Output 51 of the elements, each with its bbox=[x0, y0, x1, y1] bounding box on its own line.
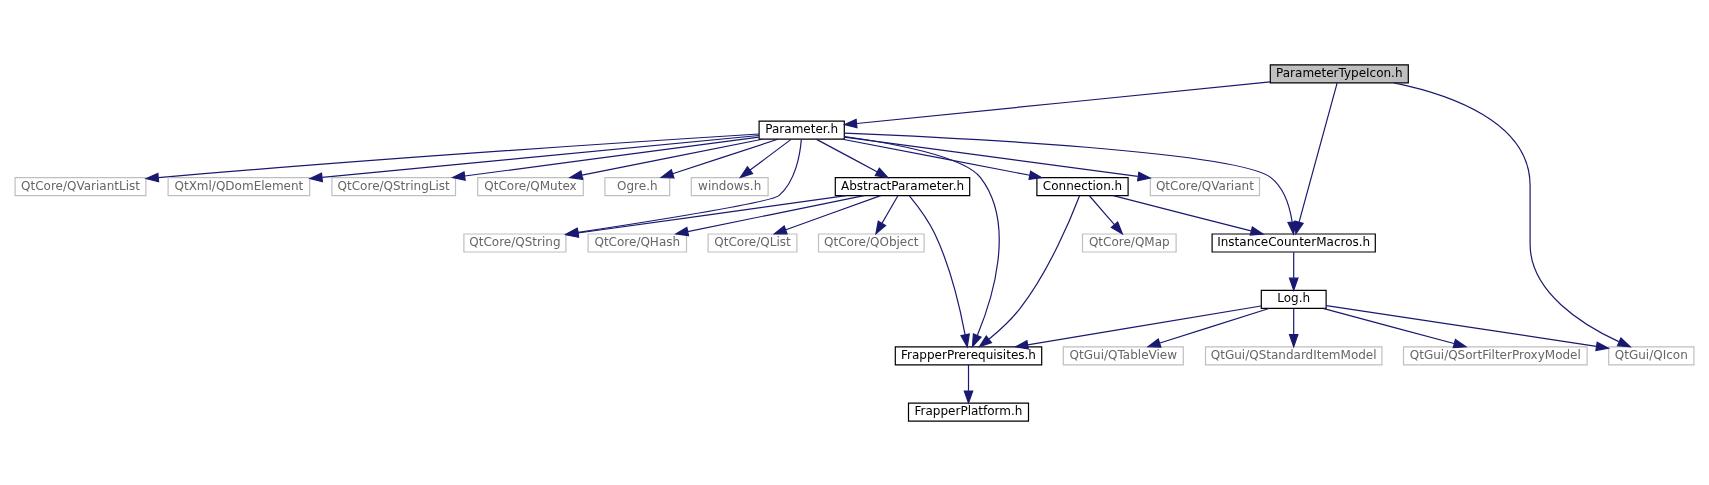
node-box: QtCore/QMutex bbox=[477, 176, 584, 196]
arrow bbox=[842, 80, 1271, 128]
arrow bbox=[841, 138, 1044, 180]
node-box: QtGui/QTableView bbox=[1062, 345, 1184, 365]
arrow bbox=[1288, 251, 1299, 292]
arrow bbox=[659, 138, 779, 178]
arrow bbox=[1322, 307, 1468, 348]
arrow bbox=[1146, 307, 1270, 348]
arrow bbox=[1013, 304, 1262, 350]
arrow bbox=[1112, 194, 1265, 236]
node-box: QtCore/QVariantList bbox=[14, 176, 147, 196]
node-box: QtCore/QHash bbox=[587, 232, 688, 253]
arrow bbox=[1288, 307, 1299, 348]
node-box: Connection.h bbox=[1036, 176, 1129, 196]
node-box: FrapperPlatform.h bbox=[907, 402, 1030, 422]
arrow bbox=[1393, 81, 1632, 347]
node-box: FrapperPrerequisites.h bbox=[894, 345, 1043, 365]
arrow bbox=[450, 136, 760, 181]
node-box: ParameterTypeIcon.h bbox=[1269, 63, 1409, 83]
node-box: InstanceCounterMacros.h bbox=[1211, 232, 1376, 253]
node-box: Parameter.h bbox=[758, 120, 845, 140]
arrow bbox=[568, 138, 763, 180]
arrow bbox=[815, 138, 890, 178]
node-box: QtCore/QObject bbox=[817, 232, 925, 253]
arrow bbox=[843, 136, 1152, 181]
arrow bbox=[963, 363, 974, 405]
node-box: QtGui/QStandardItemModel bbox=[1204, 345, 1383, 365]
arrow bbox=[738, 138, 792, 178]
arrow bbox=[908, 194, 970, 348]
arrow bbox=[1088, 194, 1124, 235]
node-box: QtCore/QStringList bbox=[331, 176, 457, 196]
arrow bbox=[978, 194, 1081, 348]
arrow bbox=[772, 194, 882, 235]
arrow bbox=[875, 194, 899, 235]
arrow bbox=[1325, 304, 1611, 351]
node-box: QtCore/QString bbox=[463, 232, 567, 253]
node-box: AbstractParameter.h bbox=[834, 176, 971, 196]
node-box: QtCore/QMap bbox=[1081, 232, 1177, 253]
arrow bbox=[844, 135, 1000, 348]
node-box: QtGui/QSortFilterProxyModel bbox=[1402, 345, 1588, 365]
node-box: QtCore/QList bbox=[707, 232, 798, 253]
node-box: Ogre.h bbox=[604, 176, 671, 196]
node-box: Log.h bbox=[1260, 289, 1327, 309]
arrow bbox=[674, 194, 865, 236]
node-box: QtXml/QDomElement bbox=[167, 176, 311, 196]
node-box: QtCore/QVariant bbox=[1149, 176, 1261, 196]
node-box: windows.h bbox=[690, 176, 769, 196]
node-box: QtGui/QIcon bbox=[1608, 345, 1695, 365]
arrow bbox=[844, 131, 1298, 236]
arrow bbox=[144, 132, 760, 183]
arrow bbox=[308, 134, 760, 182]
